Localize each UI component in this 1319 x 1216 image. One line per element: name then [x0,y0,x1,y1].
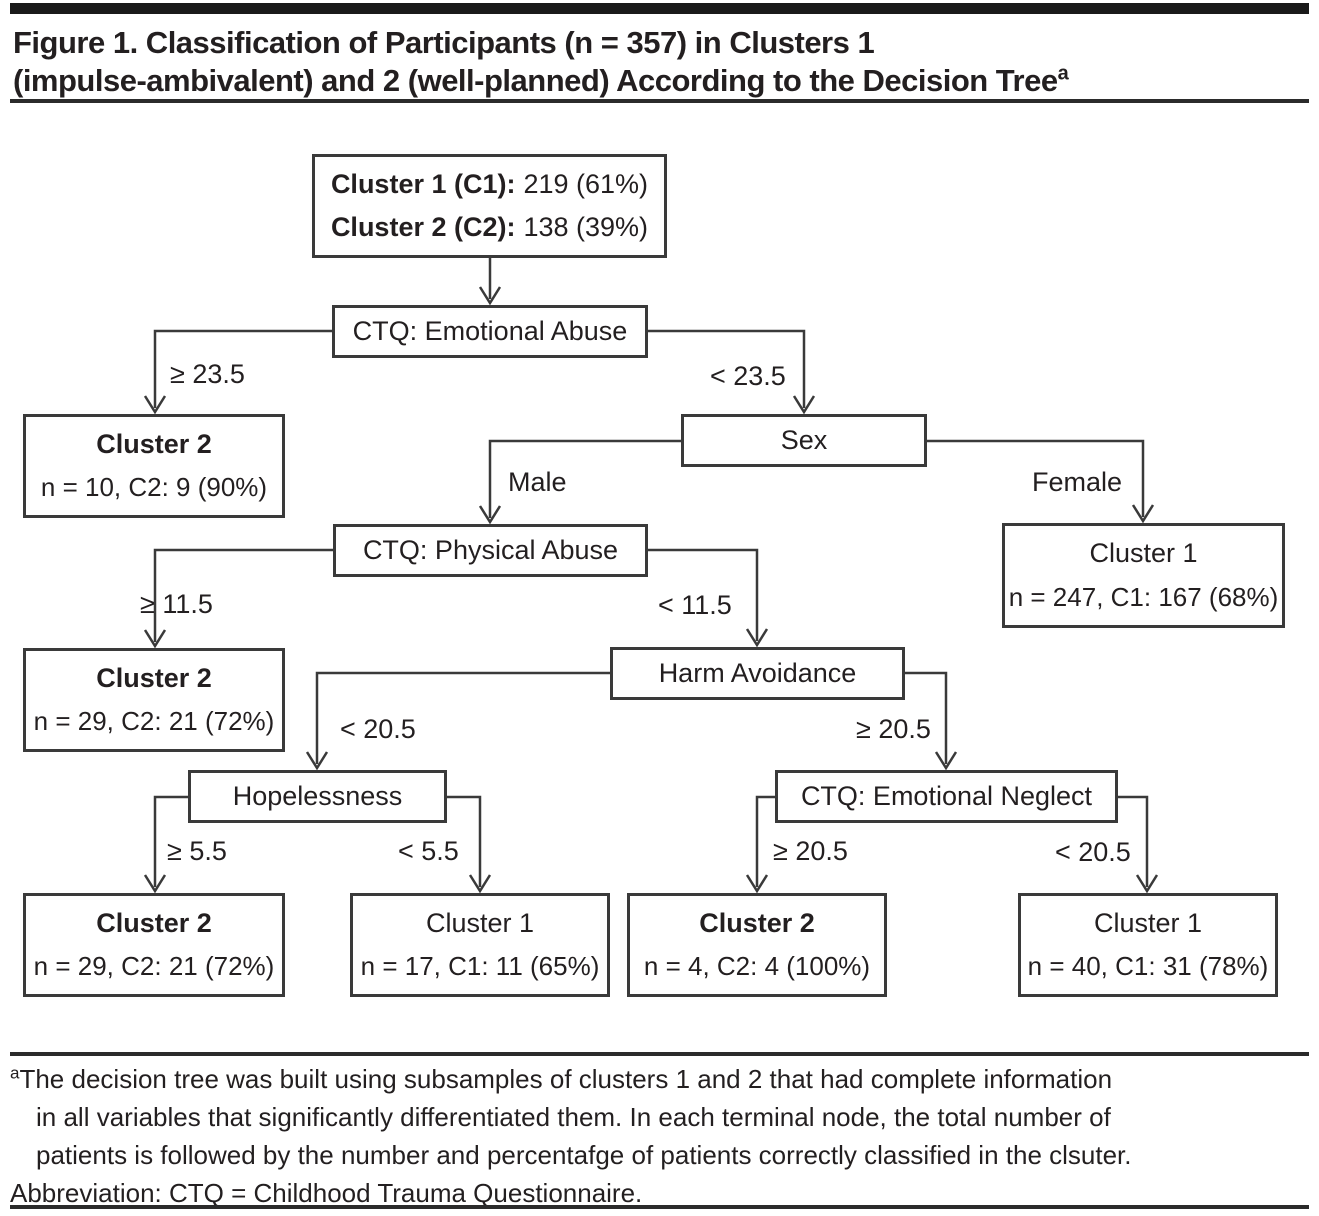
leaf-cluster2-emotional-neglect: Cluster 2 n = 4, C2: 4 (100%) [627,893,887,997]
arrowhead-sex-male [478,505,502,525]
leaf-stats: n = 29, C2: 21 (72%) [33,951,275,981]
branch-label-pa-left: ≥ 11.5 [140,589,213,619]
edge-physical-abuse-left [153,548,333,642]
leaf-title: Cluster 1 [1093,908,1203,938]
footnote-line2: in all variables that significantly diff… [36,1102,1111,1132]
figure-title-line2-text: (impulse-ambivalent) and 2 (well-planned… [13,63,1058,98]
leaf-stats: n = 40, C1: 31 (78%) [1027,951,1269,981]
arrowhead-en-right [1135,874,1159,894]
arrowhead-ea-left [143,395,167,415]
edge-emotional-abuse-right [648,329,806,408]
leaf-cluster2-hopelessness: Cluster 2 n = 29, C2: 21 (72%) [23,893,285,997]
footnote-marker: a [10,1063,20,1083]
leaf-stats: n = 17, C1: 11 (65%) [360,951,600,981]
figure-title: Figure 1. Classification of Participants… [13,24,1303,100]
branch-label-female: Female [1032,467,1123,497]
leaf-cluster2-physical-abuse: Cluster 2 n = 29, C2: 21 (72%) [23,648,285,752]
title-divider [10,99,1309,103]
figure-title-line1: Figure 1. Classification of Participants… [13,25,875,60]
branch-label-ea-left: ≥ 23.5 [170,359,245,389]
node-root-clusters: Cluster 1 (C1):219 (61%) Cluster 2 (C2):… [312,154,667,258]
node-hopelessness: Hopelessness [188,770,447,823]
node-ctq-physical-abuse-label: CTQ: Physical Abuse [362,535,619,565]
node-harm-avoidance: Harm Avoidance [610,647,905,700]
edge-sex-male [488,439,681,518]
arrowhead-en-left [745,874,769,894]
edge-hopelessness-left [153,795,188,887]
root-cluster1-value: 219 (61%) [523,169,649,199]
branch-label-male: Male [508,467,567,497]
root-cluster2-label: Cluster 2 (C2): [330,212,516,242]
leaf-cluster1-female: Cluster 1 n = 247, C1: 167 (68%) [1002,523,1285,628]
branch-label-hope-left: ≥ 5.5 [167,836,227,866]
leaf-cluster1-hopelessness: Cluster 1 n = 17, C1: 11 (65%) [350,893,610,997]
leaf-stats: n = 4, C2: 4 (100%) [643,951,871,981]
edge-hopelessness-right [447,795,482,887]
leaf-cluster2-emotional-abuse: Cluster 2 n = 10, C2: 9 (90%) [23,414,285,518]
arrowhead-sex-female [1131,504,1155,524]
leaf-title: Cluster 2 [699,908,815,938]
leaf-title: Cluster 2 [96,429,212,459]
edge-emotional-abuse-left [153,329,332,408]
arrowhead-ha-right [934,751,958,771]
leaf-title: Cluster 2 [96,663,212,693]
footnote-line1-text: The decision tree was built using subsam… [19,1064,1113,1094]
arrowhead-pa-left [143,629,167,649]
branch-label-en-left: ≥ 20.5 [773,836,848,866]
arrowhead-emotional-abuse [478,286,502,306]
branch-label-ea-right: < 23.5 [710,361,786,391]
leaf-stats: n = 10, C2: 9 (90%) [40,472,268,502]
node-ctq-emotional-neglect: CTQ: Emotional Neglect [775,770,1118,823]
leaf-title: Cluster 2 [96,908,212,938]
root-cluster2-value: 138 (39%) [523,212,649,242]
arrowhead-ha-left [305,751,329,771]
node-ctq-emotional-abuse-label: CTQ: Emotional Abuse [352,316,628,346]
branch-label-en-right: < 20.5 [1055,837,1131,867]
bottom-divider [10,1205,1309,1209]
edge-emotional-neglect-left [755,795,775,887]
edge-harm-avoidance-right [905,671,948,764]
branch-label-ha-right: ≥ 20.5 [856,714,931,744]
leaf-stats: n = 29, C2: 21 (72%) [33,706,275,736]
branch-label-ha-left: < 20.5 [340,714,416,744]
node-ctq-emotional-abuse: CTQ: Emotional Abuse [332,305,648,358]
node-ctq-emotional-neglect-label: CTQ: Emotional Neglect [800,781,1093,811]
edge-sex-female [927,439,1145,517]
title-footnote-marker: a [1057,62,1069,85]
node-harm-avoidance-label: Harm Avoidance [658,658,857,688]
edge-physical-abuse-right [648,548,759,641]
leaf-title: Cluster 1 [1089,538,1198,569]
node-ctq-physical-abuse: CTQ: Physical Abuse [333,524,648,577]
node-sex: Sex [681,414,927,467]
branch-label-hope-right: < 5.5 [398,836,459,866]
figure-title-line2: (impulse-ambivalent) and 2 (well-planned… [13,62,1303,100]
edge-harm-avoidance-left [315,671,610,764]
root-cluster1-label: Cluster 1 (C1): [330,169,516,199]
leaf-cluster1-emotional-neglect: Cluster 1 n = 40, C1: 31 (78%) [1018,893,1278,997]
footnote-divider [10,1052,1309,1056]
node-hopelessness-label: Hopelessness [232,781,403,811]
root-cluster1-row: Cluster 1 (C1):219 (61%) [331,169,648,200]
figure-footnote: aThe decision tree was built using subsa… [10,1060,1310,1212]
arrowhead-ea-right [792,395,816,415]
arrowhead-hope-left [143,874,167,894]
node-sex-label: Sex [780,425,828,455]
branch-label-pa-right: < 11.5 [658,590,732,620]
leaf-stats: n = 247, C1: 167 (68%) [1008,581,1279,612]
leaf-title: Cluster 1 [425,908,535,938]
edge-emotional-neglect-right [1118,795,1149,887]
root-cluster2-row: Cluster 2 (C2):138 (39%) [331,212,648,243]
footnote-line3: patients is followed by the number and p… [36,1140,1132,1170]
arrowhead-pa-right [745,628,769,648]
top-black-bar [10,3,1309,14]
footnote-line1: aThe decision tree was built using subsa… [10,1060,1310,1098]
arrowhead-hope-right [468,874,492,894]
footnote-abbreviation: Abbreviation: CTQ = Childhood Trauma Que… [10,1178,643,1208]
